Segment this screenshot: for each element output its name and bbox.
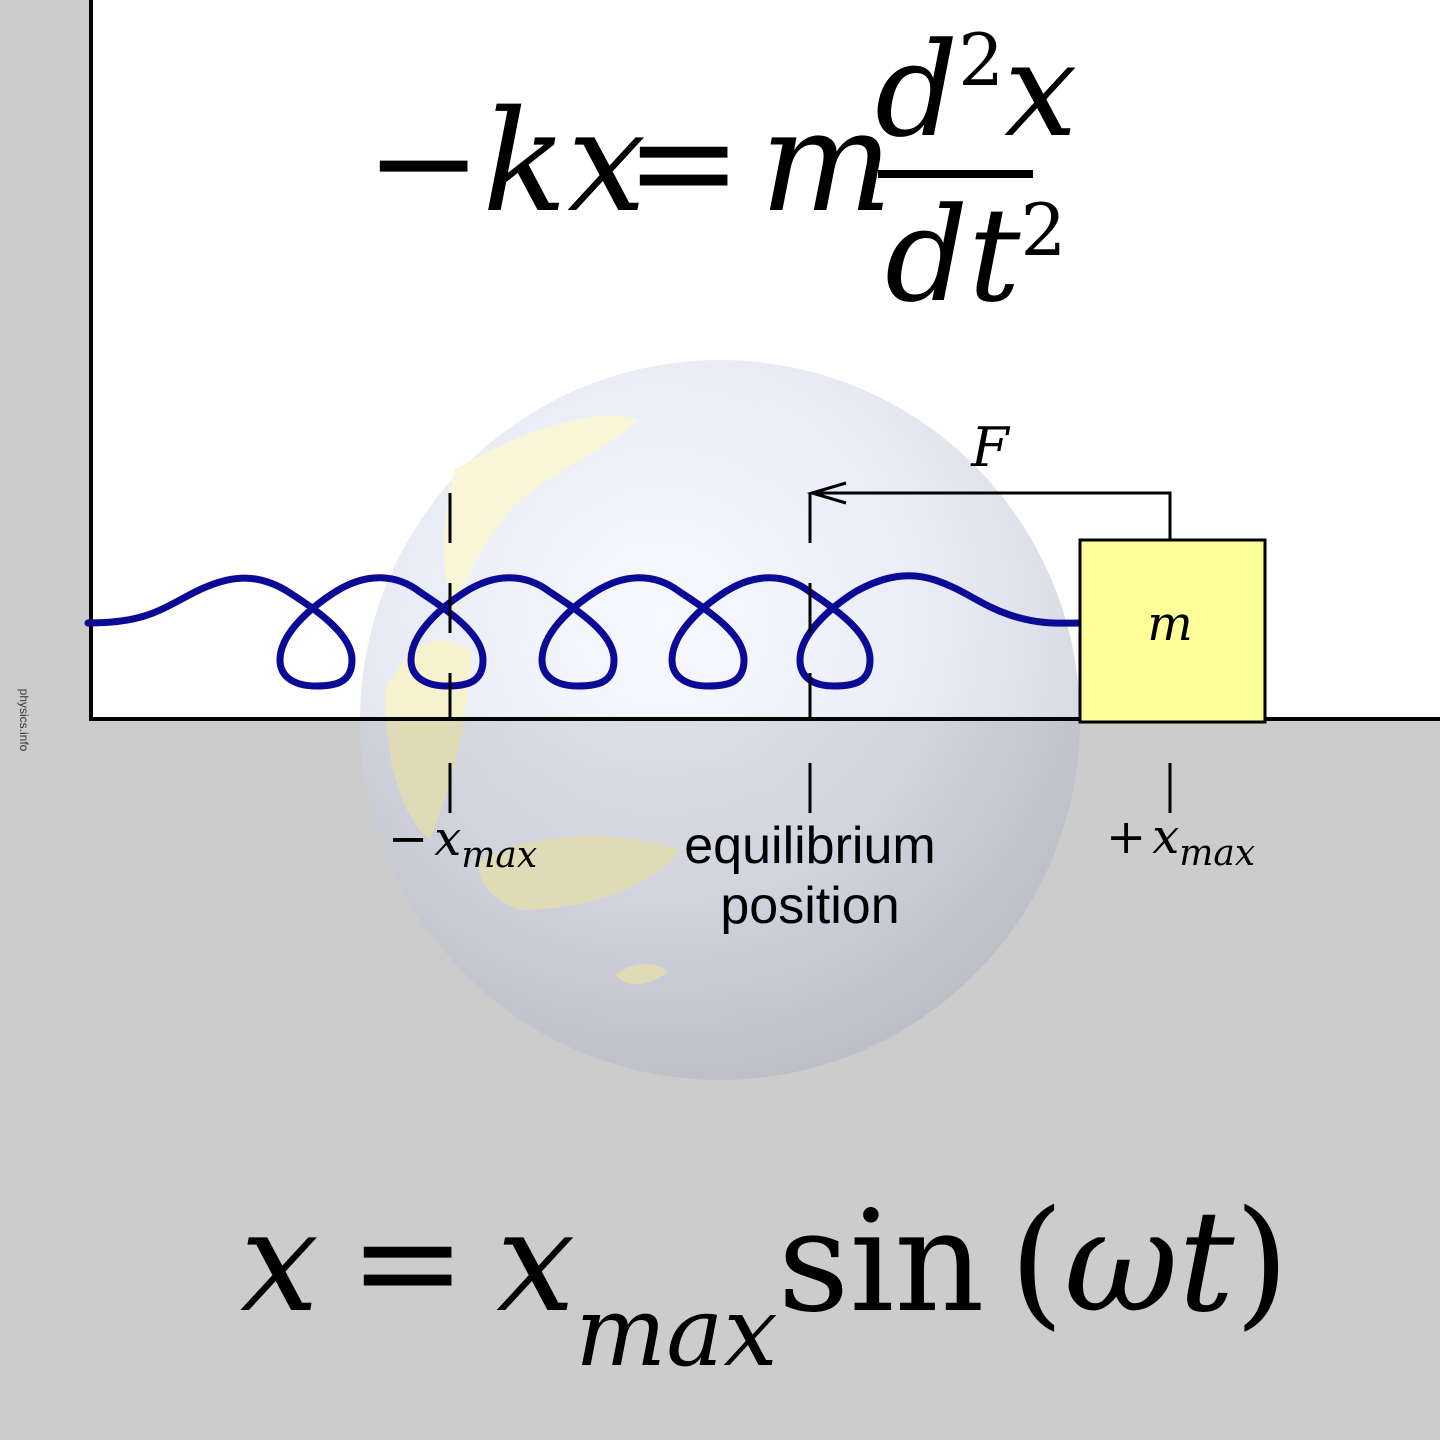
eq-top-numerator: d2x — [875, 14, 1077, 166]
watermark-text: physics.info — [17, 689, 31, 752]
equilibrium-label-line1: equilibrium — [684, 817, 935, 875]
minus-sign: − — [388, 811, 428, 867]
eq-bottom-max: max — [575, 1276, 777, 1388]
fraction-bar — [878, 170, 1033, 178]
pos-xmax-label: +xmax — [1106, 809, 1255, 874]
eq-bottom-x: x — [240, 1181, 319, 1344]
neg-xmax-label: −xmax — [388, 811, 537, 876]
eq-k: k — [482, 81, 567, 244]
plus-sign: + — [1106, 809, 1146, 865]
eq-bottom-x2: x — [496, 1181, 575, 1344]
max-subscript: max — [1179, 833, 1255, 874]
max-subscript: max — [461, 835, 537, 876]
force-arrowhead-icon — [806, 481, 847, 505]
spring-coil — [84, 572, 1084, 690]
eq-bottom-equals: = — [349, 1181, 466, 1344]
eq-num-x: x — [1004, 14, 1077, 166]
eq-minus: − — [365, 81, 482, 244]
eq-bottom-t: t — [1178, 1181, 1235, 1344]
eq-top-denominator: dt2 — [885, 179, 1066, 331]
force-arrow — [812, 491, 1172, 540]
eq-bottom-close-paren: ) — [1235, 1181, 1290, 1344]
eq-bottom-sin: sin — [778, 1181, 985, 1344]
eq-bottom-omega: ω — [1064, 1181, 1178, 1344]
eq-den-d: d — [885, 179, 968, 331]
eq-den-t: t — [968, 179, 1021, 331]
eq-top-lhs: −kx — [365, 81, 646, 244]
equation-bottom: x=xmaxsin(ωt) — [240, 1181, 1289, 1388]
force-label: F — [970, 416, 1011, 479]
eq-num-two: 2 — [958, 18, 1004, 102]
mass-label: m — [1147, 596, 1193, 652]
eq-top-equals: = — [625, 81, 742, 244]
eq-bottom-open-paren: ( — [1009, 1181, 1064, 1344]
x-symbol: x — [1152, 809, 1179, 865]
eq-x: x — [567, 81, 646, 244]
equilibrium-label-line2: position — [720, 877, 899, 935]
eq-num-d: d — [875, 14, 958, 166]
equation-top: −kx = m d2x dt2 — [365, 14, 1077, 331]
x-symbol: x — [434, 811, 461, 867]
mass-block — [1078, 538, 1267, 724]
eq-top-m: m — [760, 81, 893, 244]
eq-den-two: 2 — [1020, 188, 1066, 272]
